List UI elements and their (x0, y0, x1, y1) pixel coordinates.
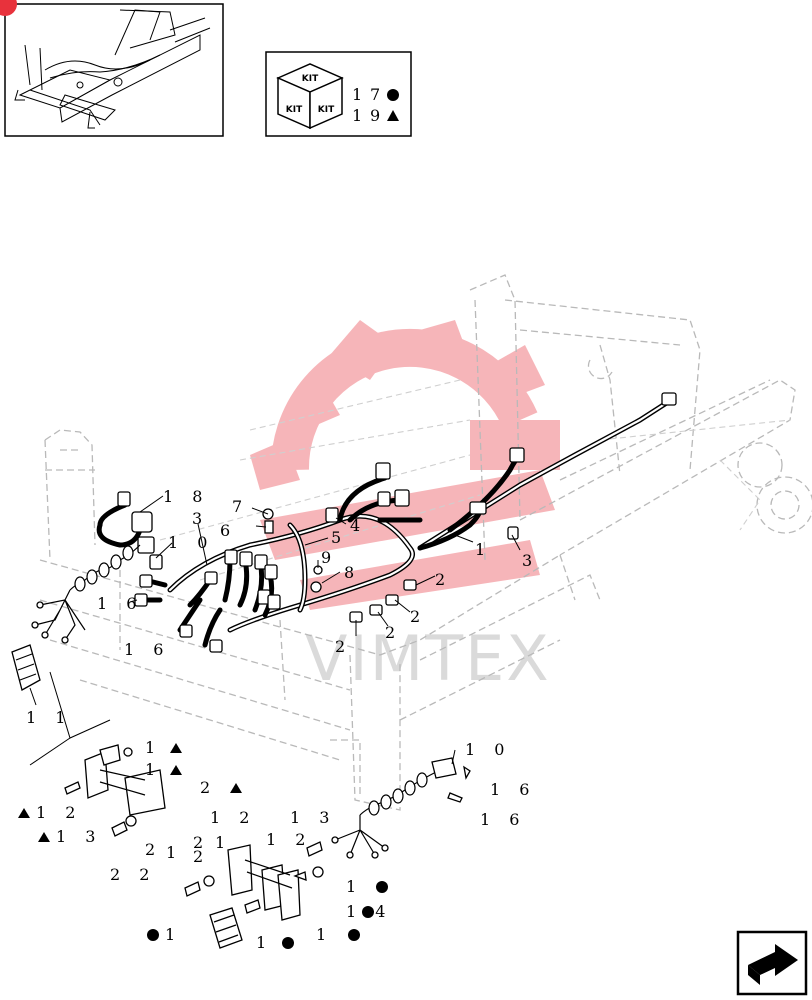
callout-2c: 2 (385, 623, 402, 642)
legend-row-1: 1 (352, 85, 369, 104)
badge-icon (0, 0, 17, 16)
callout-16c: 1 6 (490, 780, 536, 799)
detail-callout-a22: 2 2 (110, 865, 156, 884)
side-marker-lamp-right[interactable] (209, 907, 243, 949)
legend-row-2: 1 (352, 106, 369, 125)
triangle-symbol-icon (387, 110, 399, 121)
callout-3b: 3 (192, 509, 209, 528)
detail-callout-b_1: 1 (215, 833, 232, 852)
callout-16b: 1 6 (124, 640, 170, 659)
legend-row-2-mark: 9 (370, 106, 380, 125)
callout-2b: 2 (410, 607, 427, 626)
detail-callout-b11: 1 (165, 925, 182, 944)
detail-callout-a13: 1 3 (56, 827, 102, 846)
chassis-frame-outline (39, 274, 812, 811)
callout-16d: 1 6 (480, 810, 526, 829)
leader-lines (29, 495, 521, 765)
callout-4: 4 (350, 516, 367, 535)
callout-18: 1 8 (163, 487, 209, 506)
watermark-text: VIMTEX (305, 622, 551, 695)
callout-6: 6 (220, 521, 237, 540)
detail-callout-b13b: 1 (316, 925, 333, 944)
detail-callout-a12: 1 2 (36, 803, 82, 822)
kit-left-label: KIT (286, 105, 303, 115)
detail-callout-b_11b: 1 (256, 933, 273, 952)
kit-right-label: KIT (318, 105, 335, 115)
kit-cube-icon: KIT KIT KIT (276, 63, 344, 130)
callout-5: 5 (331, 528, 348, 547)
detail-callout-b15: 1 (346, 877, 363, 896)
callout-10b: 1 0 (465, 740, 511, 759)
overview-thumbnail[interactable] (0, 0, 224, 137)
side-marker-lamp-left[interactable] (11, 644, 41, 691)
bracket-assembly-triangle-kit[interactable] (29, 671, 166, 837)
callout-labels: 1 2 2 2 2 3 3 4 5 6 7 8 9 1 0 1 0 1 1 1 … (26, 487, 539, 829)
callout-3a: 3 (522, 551, 539, 570)
callout-7: 7 (232, 497, 249, 516)
callout-2a: 2 (435, 570, 452, 589)
kit-legend-box: KIT KIT KIT 1 7 1 9 (265, 51, 412, 137)
kit-top-label: KIT (302, 74, 319, 84)
detail-callout-b13: 1 3 (290, 808, 336, 827)
callout-9: 9 (321, 548, 338, 567)
detail-callout-a_2: 2 (200, 778, 217, 797)
detail-callout-b_1b: 1 (166, 843, 183, 862)
callout-8: 8 (344, 563, 361, 582)
callout-11: 1 1 (26, 708, 72, 727)
detail-callouts: 1 1 2 1 2 1 3 2 2 2 1 2 2 1 2 1 1 3 1 2 … (18, 738, 388, 952)
detail-callout-b12b: 1 2 (266, 830, 312, 849)
callout-2d: 2 (335, 637, 352, 656)
callout-10a: 1 0 (168, 533, 214, 552)
bracket-assembly-circle-kit[interactable] (184, 841, 324, 921)
detail-callout-b22: 2 (193, 847, 210, 866)
detail-callout-a1: 1 (145, 738, 162, 757)
next-page-arrow-icon[interactable] (736, 930, 808, 996)
detail-callout-b12: 1 2 (210, 808, 256, 827)
legend-row-1-mark: 7 (370, 85, 380, 104)
right-coiled-harness[interactable] (331, 757, 471, 859)
harness-connectors (117, 392, 677, 653)
watermark-logo: VIMTEX (250, 320, 560, 695)
callout-1: 1 (475, 540, 492, 559)
detail-callout-a21: 2 (145, 840, 162, 859)
circle-symbol-icon (387, 89, 399, 101)
detail-callout-b21: 2 (193, 833, 210, 852)
detail-callout-a2: 1 (145, 760, 162, 779)
left-coiled-harness[interactable] (31, 544, 141, 644)
callout-16a: 1 6 (97, 594, 143, 613)
wiring-harness[interactable] (96, 399, 671, 648)
